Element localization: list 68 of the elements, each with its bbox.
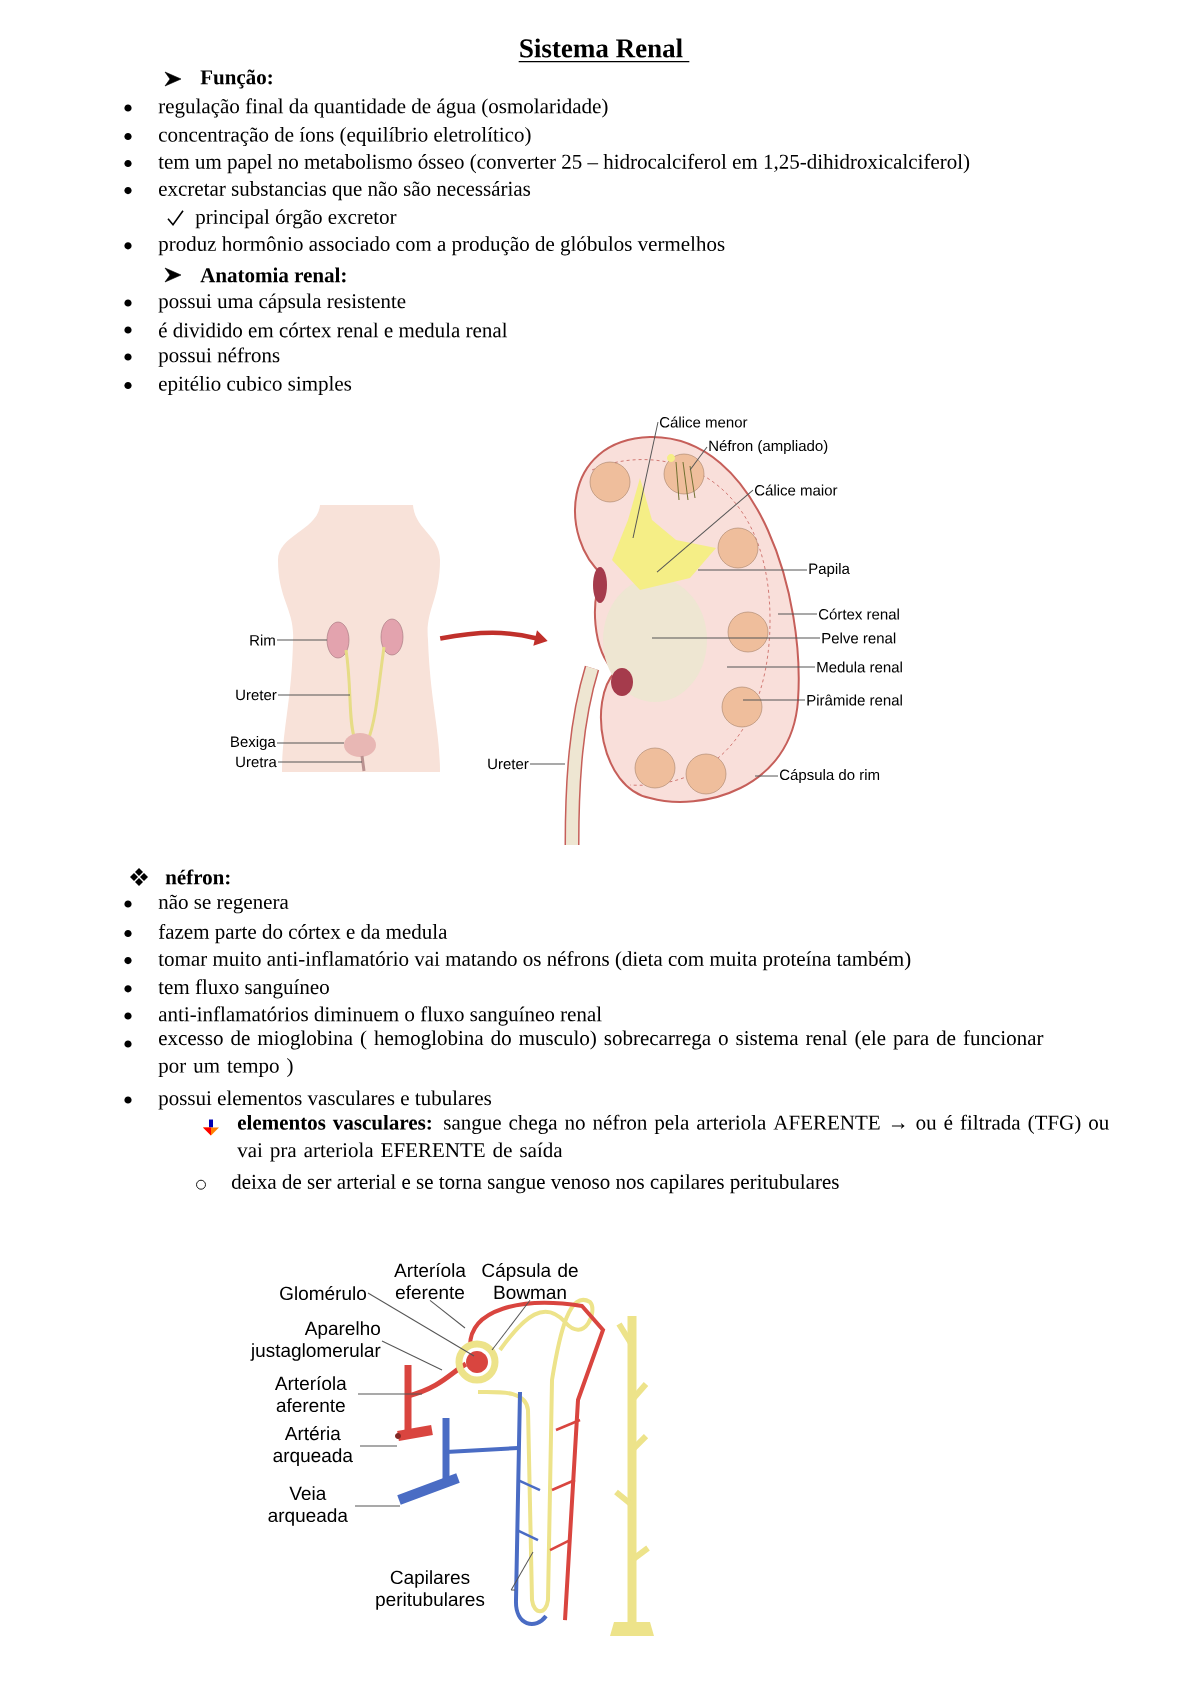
list-item: regulação final da quantidade de água (osmolaridade) [158,98,608,118]
leader-line [354,1505,401,1507]
leader-line [697,569,808,571]
part-label: Glomérulo [280,1285,366,1301]
list-item: tomar muito anti-inflamatório vai matando os néfrons (dieta com muita proteína também) [158,951,911,971]
leader-line [276,742,345,744]
leader-line [381,1340,443,1371]
leader-line [277,694,351,696]
part-label: Arteríola eferente [394,1262,466,1300]
leader-line [491,1299,531,1351]
leader-line [529,763,566,765]
list-item: excretar substancias que não são necessárias [159,181,531,201]
leader-line [359,1445,398,1447]
list-item: é dividido em córtex renal e medula renal [159,322,508,338]
leader-line [777,613,818,615]
part-label: Cálice maior [755,484,838,496]
part-label: Córtex renal [819,608,899,620]
part-label: Cálice menor [660,416,748,428]
list-item: possui néfrons [158,347,280,367]
list-item: não se regenera [158,894,289,914]
part-label: Artéria arqueada [273,1426,353,1466]
leader-line [689,446,708,471]
leader-line [367,1292,475,1357]
part-label: Aparelho justaglomerular [250,1321,381,1361]
leader-line [726,666,816,668]
section-heading: Função: [200,69,272,89]
list-item: produz hormônio associado com a produção de glóbulos vermelhos [158,236,725,256]
leader-line [429,1299,466,1329]
part-label: Cápsula do rim [780,768,880,784]
section-heading: Anatomia renal: [200,267,346,283]
list-item: possui uma cápsula resistente [158,293,406,313]
list-item: concentração de íons (equilíbrio eletrolítico) [159,126,531,147]
list-item: tem um papel no metabolismo ósseo (converter 25 – hidrocalciferol em 1,25-dihidroxicalciferol) [158,153,970,174]
part-label: Uretra [236,756,277,768]
section-heading: néfron: [165,869,230,885]
leader-line [357,1393,423,1395]
body-drawing [278,505,440,772]
leader-line [754,775,779,777]
list-item: epitélio cubico simples [159,375,352,396]
part-label: Pelve renal [822,632,896,644]
leader-line [632,421,659,539]
part-label: Néfron (ampliado) [709,439,828,455]
leader-line [742,699,806,701]
part-label: Veia arqueada [268,1486,348,1526]
title: Sistema Renal [518,38,690,63]
list-item: tem fluxo sanguíneo [158,979,329,999]
list-item: fazem parte do córtex e da medula [158,923,448,944]
part-label: Capilares peritubulares [376,1570,485,1610]
part-label: Cápsula de Bowman [482,1262,578,1300]
part-label: Medula renal [817,661,902,673]
leader-line [656,489,754,573]
leader-line [510,1551,534,1591]
leader-line [510,1589,516,1591]
list-item: deixa de ser arterial e se torna sangue venoso nos capilares peritubulares [231,1174,839,1194]
list-item: possui elementos vasculares e tubulares [158,1090,492,1110]
part-label: Ureter [236,689,277,701]
part-label: Bexiga [231,736,276,750]
part-label: Pirâmide renal [807,694,902,706]
part-label: Papila [809,563,850,577]
part-label: Rim [250,634,275,646]
leader-line [276,639,328,641]
list-item: anti-inflamatórios diminuem o fluxo sanguíneo renal [158,1006,602,1026]
list-item: excesso de mioglobina ( hemoglobina do musculo) sobrecarrega o sistema renal (ele para de funcionar por um tempo ) [158,1030,1044,1078]
part-label: Arteríola aferente [274,1375,347,1413]
leader-line [651,637,821,639]
leader-line [277,761,363,763]
part-label: Ureter [488,758,529,770]
list-item: principal órgão excretor [195,209,397,229]
